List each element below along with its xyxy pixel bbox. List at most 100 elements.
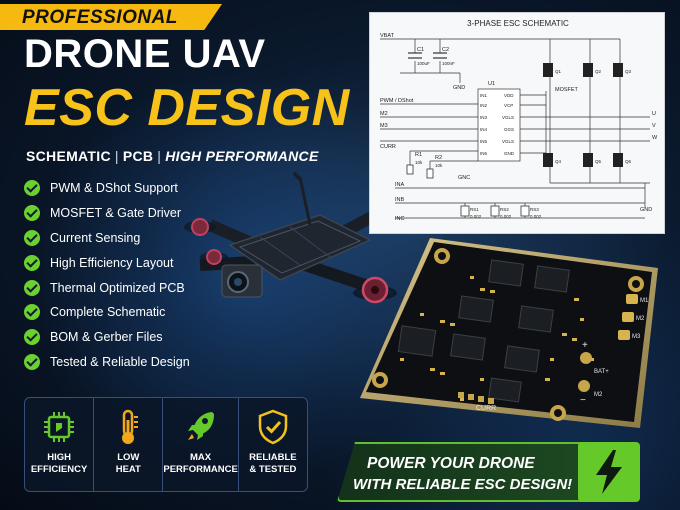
feature-label: Current Sensing — [50, 230, 141, 245]
ic-pin-label: IN1 — [480, 93, 488, 98]
feature-item: BOM & Gerber Files — [24, 325, 254, 350]
drone-frame — [228, 214, 372, 281]
check-icon — [24, 329, 40, 346]
label-vbat: VBAT — [380, 33, 395, 39]
ic-pin-label: IN6 — [480, 151, 488, 156]
pcb-label-plus: + — [582, 340, 588, 351]
label-c2: C2 — [442, 47, 449, 53]
label-r2-value: 10k — [435, 163, 443, 168]
label-rs3: RS3 — [530, 207, 539, 212]
rocket-icon — [187, 412, 214, 440]
ic-pin-label: IN3 — [480, 115, 488, 120]
title-line-1: DRONE UAV — [24, 32, 266, 76]
mounting-hole — [376, 376, 384, 384]
pcb-label-curr: CURR — [476, 405, 496, 412]
ic-pin-label: IN5 — [480, 139, 488, 144]
label-pwm: PWM / DShot — [380, 98, 414, 104]
cta-line-1: POWER YOUR DRONE — [367, 455, 535, 472]
pcb-label-m3: M3 — [632, 334, 641, 340]
label-phase-v: V — [652, 123, 656, 129]
label-phase-u: U — [652, 111, 656, 117]
ic-pin-label: IN2 — [480, 103, 488, 108]
mosfet-symbols — [543, 63, 623, 167]
feature-item: PWM & DShot Support — [24, 176, 254, 201]
label-gnd-2: GND — [640, 207, 652, 213]
badge-label: LOW — [117, 452, 140, 463]
badge-reliable-tested: RELIABLE& TESTED — [239, 398, 307, 491]
motor-shaft — [371, 286, 379, 294]
label-c2-value: 100nF — [442, 61, 455, 66]
ic-pin-label: GND — [504, 151, 515, 156]
badge-label: RELIABLE — [249, 452, 297, 463]
label-m3: M3 — [380, 123, 388, 129]
check-icon — [24, 180, 40, 197]
label-r2: R2 — [435, 155, 442, 161]
pcb-label-neg: M2 — [594, 392, 603, 398]
check-icon — [24, 254, 40, 271]
badge-label: HIGH — [47, 452, 71, 463]
banner-text: PROFESSIONAL — [22, 7, 178, 28]
ic-pin-label: VGLS — [502, 115, 514, 120]
label-rs2-value: 0.002 — [500, 214, 512, 219]
subtitle-separator: | — [114, 148, 119, 164]
battery-pads — [578, 352, 592, 392]
schematic-panel: 3-PHASE ESC SCHEMATIC — [369, 12, 665, 234]
thermometer-icon — [122, 409, 139, 444]
feature-list: PWM & DShot Support MOSFET & Gate Driver… — [24, 176, 254, 374]
ic-pin-label: IN4 — [480, 127, 488, 132]
label-curr: CURR — [380, 144, 396, 150]
drone-camera-lens — [234, 278, 242, 286]
chip-icon — [44, 412, 75, 442]
badge-label: MAX — [190, 452, 212, 463]
label-gnc: GNC — [458, 175, 470, 181]
feature-item: Tested & Reliable Design — [24, 350, 254, 375]
ic-pin-label: VDD — [504, 93, 514, 98]
q-label: Q3 — [625, 69, 632, 74]
ic-pin-label: GGS — [504, 127, 514, 132]
pcb-label-m1: M1 — [640, 298, 649, 304]
lightning-icon — [596, 450, 622, 494]
feature-item: Current Sensing — [24, 226, 254, 251]
cta-line-2: WITH RELIABLE ESC DESIGN! — [353, 476, 573, 493]
subtitle-high-performance: HIGH PERFORMANCE — [165, 148, 319, 164]
subtitle-separator: | — [157, 148, 162, 164]
pcb-chips — [397, 259, 570, 403]
label-inb: INB — [395, 197, 405, 203]
label-inc: INC — [395, 216, 405, 222]
q-label: Q2 — [595, 69, 602, 74]
feature-label: High Efficiency Layout — [50, 255, 174, 270]
motor — [191, 218, 209, 236]
motor — [206, 249, 222, 265]
feature-label: PWM & DShot Support — [50, 181, 178, 196]
feature-label: MOSFET & Gate Driver — [50, 206, 182, 221]
badge-label: & TESTED — [249, 464, 297, 475]
pcb-label-m2: M2 — [636, 316, 645, 322]
motor-pads — [618, 294, 638, 340]
label-r1: R1 — [415, 152, 422, 158]
drone-frame-detail — [238, 220, 362, 274]
badge-label: HEAT — [115, 464, 141, 475]
capacitor-symbols — [408, 52, 447, 59]
label-m2: M2 — [380, 111, 388, 117]
title-line-2: ESC DESIGN — [24, 79, 350, 137]
label-rs1: RS1 — [470, 207, 479, 212]
feature-item: Complete Schematic — [24, 300, 254, 325]
pcb-label-minus: − — [580, 395, 586, 406]
shield-check-icon — [258, 409, 288, 445]
subtitle: SCHEMATIC|PCB|HIGH PERFORMANCE — [26, 148, 319, 164]
drone-illustration — [184, 171, 397, 304]
drone-frame-detail — [259, 236, 301, 266]
label-c1-value: 100uF — [417, 61, 430, 66]
mounting-hole — [554, 409, 562, 417]
feature-item: High Efficiency Layout — [24, 250, 254, 275]
badge-label: PERFORMANCE — [163, 464, 238, 475]
label-c1: C1 — [417, 47, 424, 53]
check-icon — [24, 304, 40, 321]
pcb-pads — [400, 276, 594, 401]
sense-resistors — [406, 164, 530, 217]
check-icon — [24, 205, 40, 222]
schematic-wires — [380, 38, 650, 219]
